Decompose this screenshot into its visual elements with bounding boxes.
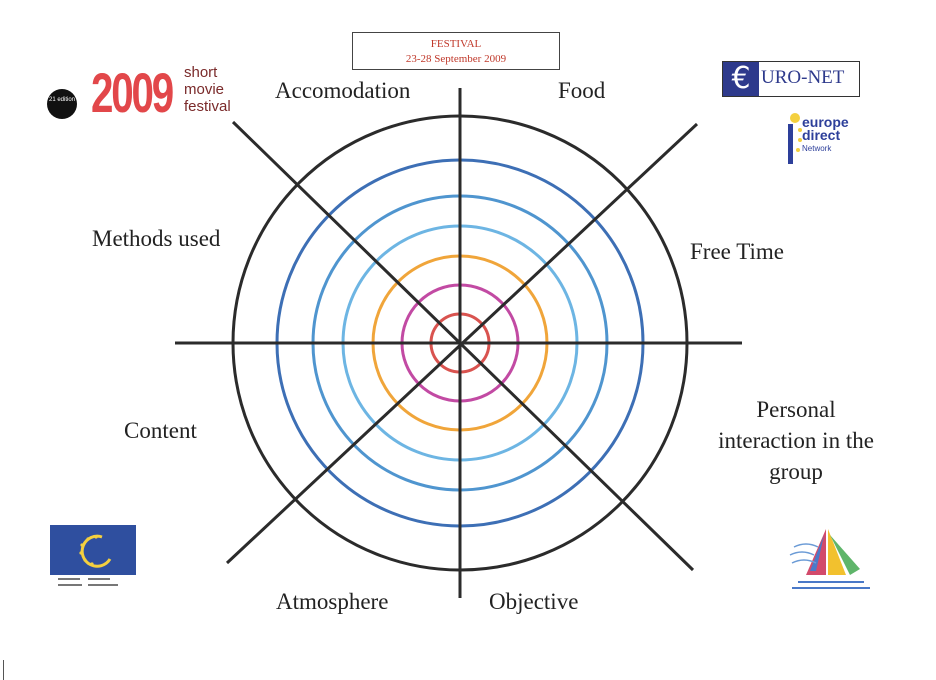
festival-dates: 23-28 September 2009 [405,53,507,65]
festival-name-line: short [184,64,218,81]
caption-lines-graphic [58,578,118,586]
label-free-time: Free Time [690,239,784,264]
council-of-europe-caption-graphic [56,577,136,591]
festival-edition-badge: 21 edition [47,89,77,119]
euronet-logo-text: URO-NET [761,67,845,88]
festival-name-line: festival [184,98,231,115]
label-personal-line: interaction in the [718,428,874,453]
euro-icon: € [723,62,759,96]
europe-direct-network: Network [802,144,832,153]
euronet-logo: € URO-NET [722,61,860,97]
spoke-diagonal-down [231,120,695,572]
label-atmosphere: Atmosphere [276,589,389,614]
label-content: Content [124,418,197,443]
europe-direct-logo: europe direct Network [802,114,849,155]
label-objective: Objective [489,589,579,614]
europe-direct-stars-icon [788,113,802,164]
scan-edge-mark [3,660,4,680]
sail-logo-icon [789,529,870,589]
label-personal-interaction: Personal interaction in the group [700,394,892,487]
festival-year-logo: 2009 [91,61,174,124]
festival-title-box: FESTIVAL 23-28 September 2009 [352,32,560,70]
festival-name-line: movie [184,81,225,98]
label-personal-line: Personal [756,397,836,422]
spoke-diagonal-up [225,122,699,565]
label-food: Food [558,78,606,103]
label-methods-used: Methods used [92,226,221,251]
council-of-europe-logo [50,525,136,575]
europe-direct-line: europe [802,114,849,130]
festival-title: FESTIVAL [430,38,482,50]
festival-name-logo: short movie festival [184,64,234,115]
label-personal-line: group [769,459,823,484]
europe-direct-line: direct [802,127,841,143]
council-of-europe-emblem-icon [79,534,112,568]
label-accomodation: Accomodation [275,78,411,103]
